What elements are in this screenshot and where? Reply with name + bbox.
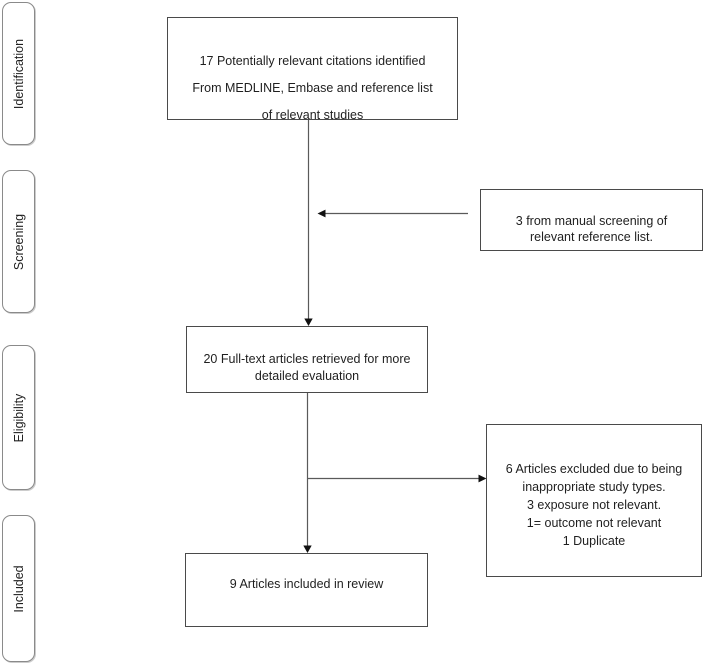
arrow-down-fulltext-to-included-icon	[303, 393, 312, 553]
arrow-left-manual-screening-icon	[317, 209, 468, 218]
box-articles-excluded: 6 Articles excluded due to being inappro…	[486, 424, 702, 577]
stage-eligibility: Eligibility	[2, 345, 35, 490]
stage-screening-label: Screening	[11, 213, 26, 270]
stage-included: Included	[2, 515, 35, 662]
arrow-right-to-excluded-icon	[307, 474, 487, 483]
box-manual-screening-text: 3 from manual screening of relevant refe…	[515, 214, 668, 244]
stage-identification-label: Identification	[11, 38, 26, 109]
arrow-down-identified-to-fulltext-icon	[304, 120, 313, 326]
stage-included-label: Included	[11, 564, 26, 613]
box-citations-identified: 17 Potentially relevant citations identi…	[167, 17, 458, 122]
box-articles-included: 9 Articles included in review	[185, 553, 428, 627]
box-articles-included-text: 9 Articles included in review	[229, 577, 384, 591]
stage-eligibility-label: Eligibility	[11, 393, 26, 442]
box-articles-excluded-text: 6 Articles excluded due to being inappro…	[505, 462, 683, 548]
box-fulltext-retrieved: 20 Full-text articles retrieved for more…	[186, 326, 428, 393]
stage-identification: Identification	[2, 2, 35, 145]
stage-screening: Screening	[2, 170, 35, 313]
box-manual-screening: 3 from manual screening of relevant refe…	[480, 189, 703, 251]
box-fulltext-retrieved-text: 20 Full-text articles retrieved for more…	[203, 352, 411, 383]
box-citations-identified-text: 17 Potentially relevant citations identi…	[192, 54, 433, 122]
